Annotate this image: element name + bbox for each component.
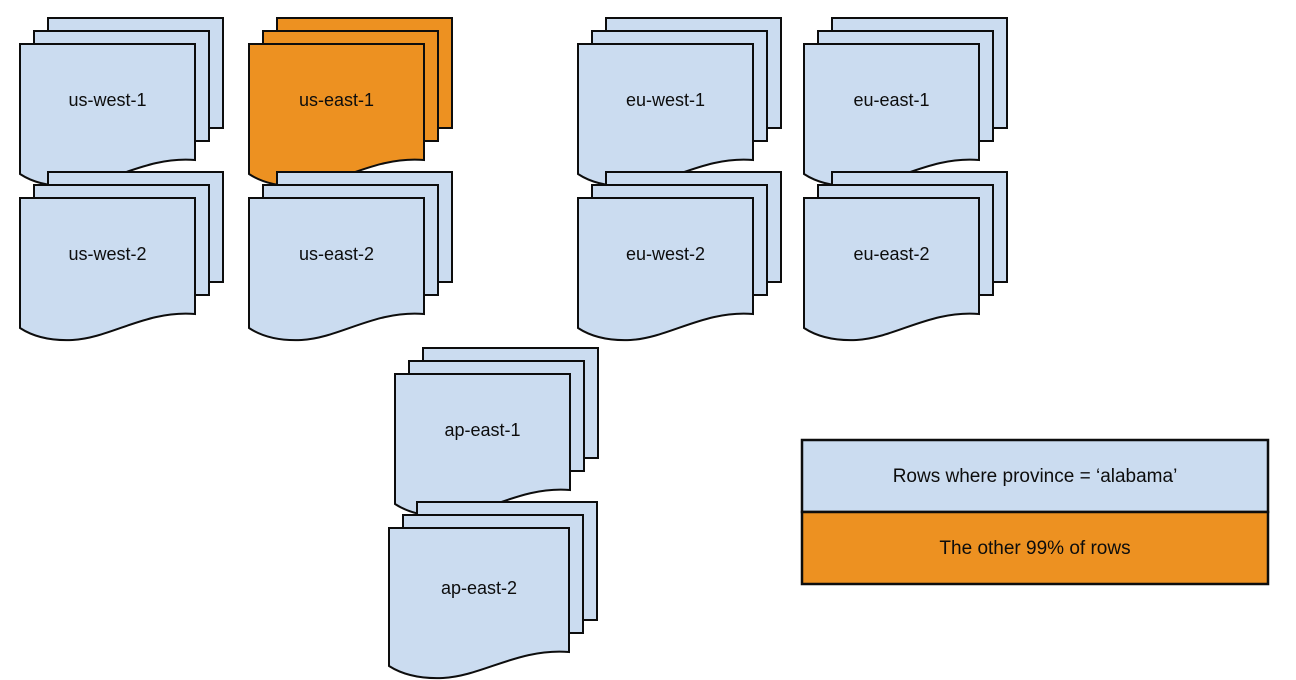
document-sheet-front <box>248 43 425 188</box>
document-stack-us-east-2[interactable]: us-east-2 <box>248 171 453 342</box>
document-stack-label: us-east-1 <box>299 90 374 110</box>
legend-row-other-swatch <box>800 510 1270 586</box>
document-sheet-front <box>248 197 425 342</box>
document-stack-group: us-west-1 us-east-1 eu-west-1 eu-east-1 us-w… <box>19 17 1008 680</box>
document-stack-label: ap-east-1 <box>444 420 520 440</box>
document-stack-eu-west-1[interactable]: eu-west-1 <box>577 17 782 188</box>
document-stack-label: eu-east-2 <box>853 244 929 264</box>
legend: Rows where province = ‘alabama’ The other… <box>800 438 1270 586</box>
document-stack-label: eu-west-1 <box>626 90 705 110</box>
document-stack-label: us-west-1 <box>68 90 146 110</box>
document-stack-eu-east-2[interactable]: eu-east-2 <box>803 171 1008 342</box>
document-stack-label: ap-east-2 <box>441 578 517 598</box>
document-sheet-front <box>19 43 196 188</box>
document-sheet-front <box>394 373 571 518</box>
document-stack-eu-east-1[interactable]: eu-east-1 <box>803 17 1008 188</box>
document-sheet-front <box>19 197 196 342</box>
document-stack-us-west-2[interactable]: us-west-2 <box>19 171 224 342</box>
document-stack-ap-east-1[interactable]: ap-east-1 <box>394 347 599 518</box>
document-stack-ap-east-2[interactable]: ap-east-2 <box>388 501 598 680</box>
document-sheet-front <box>577 43 754 188</box>
legend-row-alabama-label: Rows where province = ‘alabama’ <box>893 466 1178 487</box>
legend-row-alabama-swatch <box>800 438 1270 514</box>
document-stack-label: eu-east-1 <box>853 90 929 110</box>
document-stack-eu-west-2[interactable]: eu-west-2 <box>577 171 782 342</box>
document-stack-label: us-west-2 <box>68 244 146 264</box>
document-stack-label: us-east-2 <box>299 244 374 264</box>
document-sheet-front <box>388 527 570 680</box>
document-stack-label: eu-west-2 <box>626 244 705 264</box>
document-sheet-front <box>803 43 980 188</box>
document-stack-us-west-1[interactable]: us-west-1 <box>19 17 224 188</box>
document-stack-us-east-1[interactable]: us-east-1 <box>248 17 453 188</box>
legend-row-other-label: The other 99% of rows <box>939 538 1130 559</box>
document-sheet-front <box>577 197 754 342</box>
document-sheet-front <box>803 197 980 342</box>
